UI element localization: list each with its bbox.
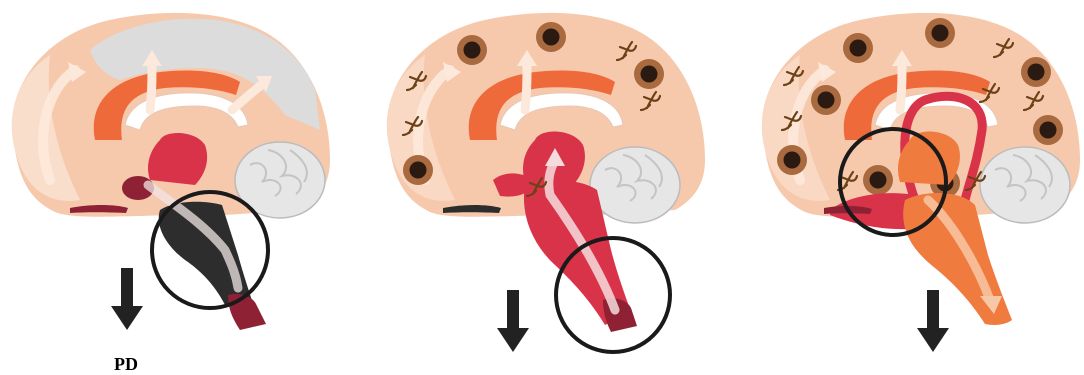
lewy-body-icon [1033,115,1063,145]
panel-1-label: PD [114,354,138,374]
lewy-body-icon [811,85,841,115]
lewy-body-icon [634,59,664,89]
lewy-body-icon [536,22,566,52]
spread-arrow-top [900,62,902,110]
down-arrow-icon [497,290,529,352]
lewy-body-icon [457,35,487,65]
lewy-body-icon [863,165,893,195]
down-arrow-icon [917,290,949,352]
medulla [228,294,266,330]
spread-arrow-top [150,62,152,110]
cerebellum [590,147,680,223]
lewy-body-icon [1021,57,1051,87]
panel-3 [762,13,1080,352]
spread-arrow-top [525,62,527,110]
panel-2 [387,13,705,352]
lewy-body-icon [403,155,433,185]
panel-1: PD [12,13,330,374]
lewy-body-icon [843,33,873,63]
down-arrow-icon [111,268,143,330]
lewy-body-icon [777,145,807,175]
lewy-body-icon [925,18,955,48]
cerebellum [980,147,1070,223]
